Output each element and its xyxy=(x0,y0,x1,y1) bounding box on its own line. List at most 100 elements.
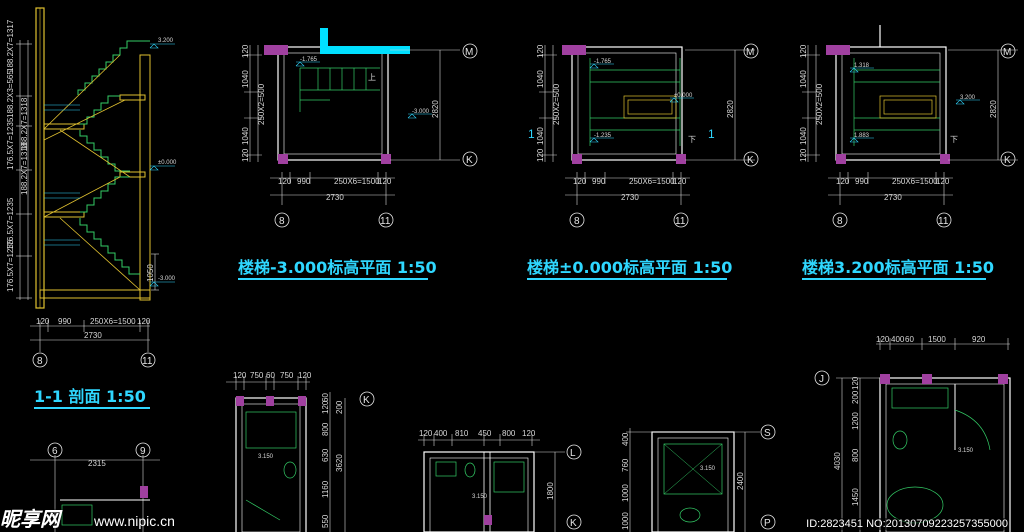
lower-e-dim-3: 60 xyxy=(905,335,914,344)
plan-b-total: 2730 xyxy=(621,193,639,202)
section-level-top: 3.200 xyxy=(158,38,174,44)
lower-e-dim-4: 1500 xyxy=(928,335,946,344)
lower-b-rdim-7: 550 xyxy=(321,514,330,528)
lower-b-level: 3.150 xyxy=(258,454,274,460)
lower-b-rdim-5: 630 xyxy=(321,448,330,462)
lower-d-axis-S: S xyxy=(764,428,771,439)
lower-e-ldim-6: 1450 xyxy=(851,488,860,506)
lower-b-dim-4: 750 xyxy=(280,371,294,380)
plan-b-bdim-4: 120 xyxy=(673,177,687,186)
lower-e-ldim-4: 800 xyxy=(851,448,860,462)
lower-e-axis-J: J xyxy=(819,374,824,385)
plan-c-axis-M: M xyxy=(1003,47,1011,58)
plan-a-bdim-2: 990 xyxy=(297,177,311,186)
lower-plan-c xyxy=(418,434,582,532)
lower-d-axis-P: P xyxy=(764,518,771,529)
section-dim-4: 176.5X7=1235 xyxy=(6,117,15,170)
section-dim-6: 176.5X7=1235 xyxy=(6,197,15,250)
lower-d-ldim-4: 1000 xyxy=(621,512,630,530)
plan-c-level-1: 1.318 xyxy=(854,63,870,69)
plan-b-axis-8: 8 xyxy=(574,216,580,227)
plan-b-vdim-5: 120 xyxy=(536,148,545,162)
plan-b-level-1: -1.765 xyxy=(594,59,612,65)
lower-c-dim-4: 450 xyxy=(478,429,492,438)
plan-a-total: 2730 xyxy=(326,193,344,202)
title-plan-a-underline xyxy=(238,278,428,280)
plan-c-bdim-3: 250X6=1500 xyxy=(892,177,938,186)
lower-b-rdim-2: 60 xyxy=(321,393,330,402)
section-bdim-4: 120 xyxy=(137,317,151,326)
lower-e-level: 3.150 xyxy=(958,448,974,454)
plan-b-level-3: -1.235 xyxy=(594,133,612,139)
plan-c-axis-11: 11 xyxy=(938,216,949,227)
lower-c-level: 3.150 xyxy=(472,494,488,500)
lower-plan-a xyxy=(30,442,160,532)
plan-b-vdim-4: 1040 xyxy=(536,127,545,145)
plan-b-axis-K: K xyxy=(747,155,754,166)
title-plan-a: 楼梯-3.000标高平面 1:50 xyxy=(238,258,437,277)
lower-d-ldim-1: 400 xyxy=(621,432,630,446)
lower-e-ldim-2: 200 xyxy=(851,390,860,404)
title-plan-c: 楼梯3.200标高平面 1:50 xyxy=(802,258,994,277)
stair-flight xyxy=(79,218,140,275)
title-plan-b-underline xyxy=(527,278,727,280)
lower-b-axis-K: K xyxy=(363,395,370,406)
lower-e-ldim-3: 1200 xyxy=(851,412,860,430)
plan-c-vdim-2: 1040 xyxy=(799,70,808,88)
lower-b-dim-3: 60 xyxy=(266,371,275,380)
plan-c-bdim-1: 120 xyxy=(836,177,850,186)
plan-a-axis-8: 8 xyxy=(279,216,285,227)
lower-c-dim-1: 120 xyxy=(419,429,433,438)
title-plan-c-underline xyxy=(802,278,986,280)
plan-c-axis-K: K xyxy=(1004,155,1011,166)
plan-c xyxy=(826,25,950,164)
plan-c-bdim-4: 120 xyxy=(936,177,950,186)
plan-b-vdim-2: 1040 xyxy=(536,70,545,88)
plan-c-vdim-3: 250X2=500 xyxy=(815,83,824,125)
lower-plan-d xyxy=(626,424,776,532)
lower-e-dim-2: 400 xyxy=(891,335,905,344)
section-1-1 xyxy=(16,7,175,368)
section-dim-7: 176.5X7=1235 xyxy=(6,239,15,292)
watermark-id: ID:2823451 NO:20130709223257355000 xyxy=(806,518,1008,530)
title-section-underline xyxy=(34,407,150,409)
plan-b-rdim: 2820 xyxy=(726,100,735,118)
plan-a-vdim-4: 1040 xyxy=(241,127,250,145)
lower-d-ldim-3: 1000 xyxy=(621,484,630,502)
plan-b-axis-11: 11 xyxy=(675,216,686,227)
lower-b-rdim-3: 120 xyxy=(321,400,330,414)
stair-flight xyxy=(80,176,130,213)
plan-a-axis-11: 11 xyxy=(380,216,391,227)
lower-e-ldim-1: 120 xyxy=(851,376,860,390)
lower-b-rdim-6: 1160 xyxy=(321,480,330,498)
plan-a-bdim-4: 120 xyxy=(378,177,392,186)
plan-b-axis-M: M xyxy=(746,47,754,58)
lower-plan-b xyxy=(226,376,375,532)
lower-c-dim-5: 800 xyxy=(502,429,516,438)
watermark-brand: 昵享网 xyxy=(0,507,60,531)
lower-b-rdim-1: 200 xyxy=(335,400,344,414)
plan-c-axis-8: 8 xyxy=(837,216,843,227)
plan-c-rdim: 2820 xyxy=(989,100,998,118)
lower-a-axis-9: 9 xyxy=(140,446,146,457)
lower-a-axis-6: 6 xyxy=(52,446,58,457)
plan-a-bdim-1: 120 xyxy=(278,177,292,186)
plan-b-bdim-3: 250X6=1500 xyxy=(629,177,675,186)
section-axis-right: 11 xyxy=(142,356,153,367)
stair-flight xyxy=(77,40,150,95)
plan-a-axis-K: K xyxy=(466,155,473,166)
plan-a xyxy=(264,28,410,164)
plan-c-vdim-5: 120 xyxy=(799,148,808,162)
section-bdim-1: 120 xyxy=(36,317,50,326)
plan-c-total: 2730 xyxy=(884,193,902,202)
lower-a-dim: 2315 xyxy=(88,459,106,468)
cut-mark-right: 1 xyxy=(708,127,715,141)
section-level-bottom: -3.000 xyxy=(158,276,176,282)
plan-a-bdim-3: 250X6=1500 xyxy=(334,177,380,186)
watermark-url: www.nipic.cn xyxy=(94,513,175,529)
stair-flight xyxy=(79,130,130,172)
lower-c-dim-3: 810 xyxy=(455,429,469,438)
section-dim-5: 188.2X7=1318 xyxy=(20,142,29,195)
plan-b-bdim-1: 120 xyxy=(573,177,587,186)
